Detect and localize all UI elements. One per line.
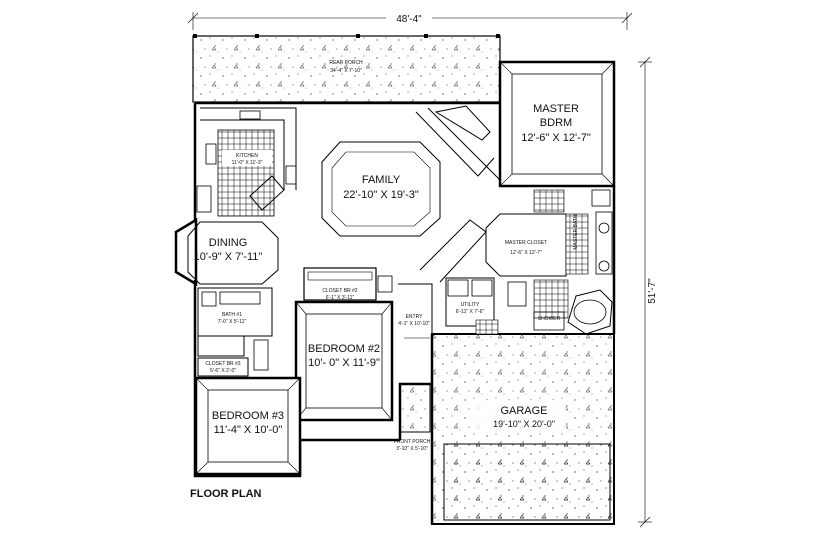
bedroom-3 <box>194 376 302 476</box>
dining-size: 10'-9" X 7'-11" <box>194 251 263 263</box>
entry <box>398 283 433 339</box>
bath1-name: BATH #1 <box>222 312 242 318</box>
master-bedroom <box>498 60 616 188</box>
plan-title: FLOOR PLAN <box>190 488 262 500</box>
utility-size: 6'-11" X 7'-6" <box>456 309 485 315</box>
closet-br3-size: 5'-6" X 2'-0" <box>210 368 236 374</box>
bath1-size: 7'-0" X 5'-11" <box>218 319 247 325</box>
shower-name: SHOWER <box>538 316 561 322</box>
kitchen-size: 11'-0" X 11'-3" <box>232 160 263 166</box>
entry-name: ENTRY <box>406 314 424 320</box>
master-bath <box>533 189 613 335</box>
rear-porch-size: 34'-4" X 7'-10" <box>330 68 362 74</box>
bath-1 <box>197 287 273 371</box>
master-name-2: BDRM <box>540 117 572 129</box>
kitchen <box>196 107 297 217</box>
master-closet-size: 12'-6" X 12'-7" <box>510 250 542 256</box>
bedroom3-name: BEDROOM #3 <box>212 410 284 422</box>
utility-name: UTILITY <box>461 302 480 308</box>
depth-dimension: 51'-7" <box>638 56 658 528</box>
dining-room <box>174 217 279 287</box>
front-porch <box>399 383 431 433</box>
entry-size: 4'-1" X 10'-10" <box>398 321 430 327</box>
garage-name: GARAGE <box>500 405 547 417</box>
front-porch-size: 3'-10" X 5'-10" <box>396 446 428 452</box>
front-porch-name: FRONT PORCH <box>394 439 431 445</box>
utility-room <box>445 277 527 335</box>
bedroom2-name: BEDROOM #2 <box>308 343 380 355</box>
hall-wall <box>419 219 487 283</box>
rear-porch <box>192 34 501 103</box>
master-size: 12'-6" X 12'-7" <box>521 132 591 144</box>
rear-porch-name: REAR PORCH <box>329 60 363 66</box>
master-closet-name: MASTER CLOSET <box>505 240 547 246</box>
depth-dimension-label: 51'-7" <box>647 278 658 304</box>
garage-size: 19'-10" X 20'-0" <box>493 419 555 429</box>
width-dimension-label: 48'-4" <box>396 14 422 25</box>
garage <box>431 333 615 525</box>
bedroom2-size: 10'- 0" X 11'-9" <box>308 357 380 369</box>
bedroom3-size: 11'-4" X 10'-0" <box>214 424 283 436</box>
dining-name: DINING <box>209 237 248 249</box>
family-room <box>321 105 501 237</box>
family-size: 22'-10" X 19'-3" <box>343 189 419 201</box>
closet-br3 <box>197 357 249 377</box>
closet-br3-name: CLOSET BR #3 <box>205 361 240 367</box>
closet-br2 <box>303 267 393 301</box>
kitchen-name: KITCHEN <box>236 153 258 159</box>
closet-br2-size: 6'-1" X 3'-11" <box>326 295 355 301</box>
width-dimension: 48'-4" <box>187 11 633 30</box>
closet-br2-name: CLOSET BR #2 <box>322 288 357 294</box>
master-name-1: MASTER <box>533 103 579 115</box>
family-name: FAMILY <box>362 174 401 186</box>
master-bath-name: MASTER BATH <box>573 214 579 250</box>
